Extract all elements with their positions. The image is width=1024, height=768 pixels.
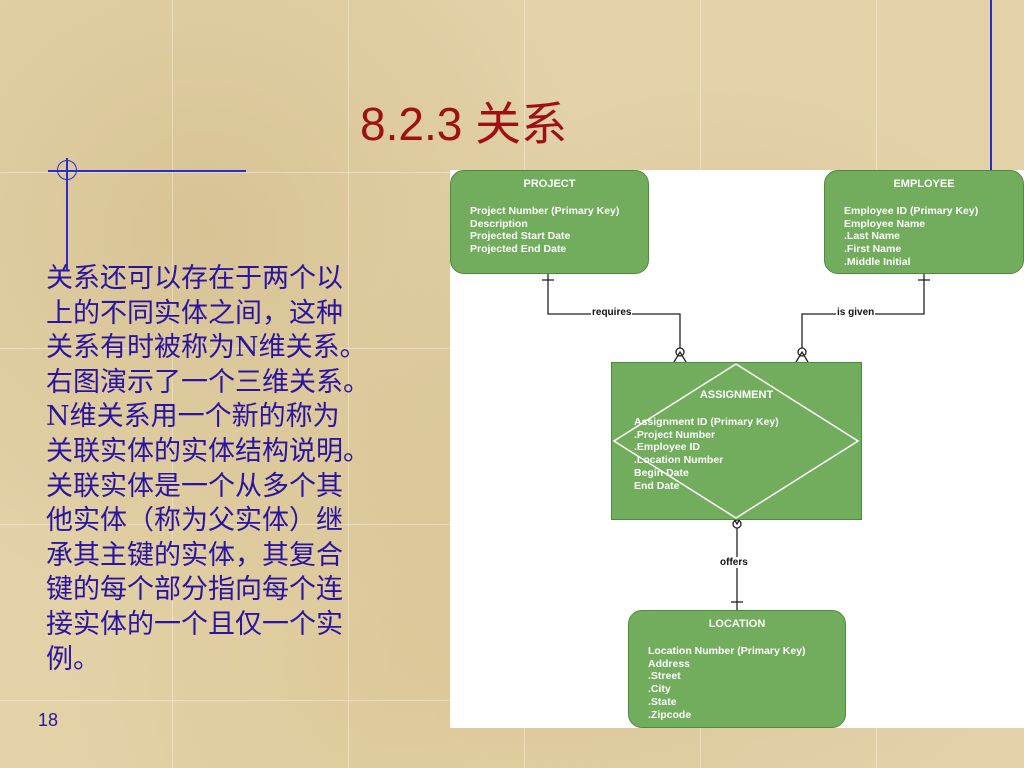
employee-entity-name: EMPLOYEE — [893, 178, 955, 190]
attribute: .State — [648, 695, 677, 708]
requires-label: requires — [591, 307, 633, 318]
assignment-entity-name: ASSIGNMENT — [699, 389, 774, 401]
attribute: .Employee ID — [634, 441, 700, 454]
location-attributes: Location Number (Primary Key) Address .S… — [648, 645, 845, 722]
attribute: .Location Number — [634, 454, 724, 467]
associative-diamond — [612, 363, 860, 519]
attribute: Assignment ID (Primary Key) — [634, 415, 779, 428]
attribute: Employee Name — [844, 217, 926, 230]
assignment-entity[interactable]: ASSIGNMENT Assignment ID (Primary Key) .… — [611, 362, 862, 520]
is-given-label: is given — [836, 307, 876, 318]
decorative-line — [66, 158, 68, 270]
attribute: Begin Date — [634, 466, 689, 479]
attribute: .Last Name — [844, 230, 901, 243]
decorative-line — [990, 0, 992, 170]
attribute: .First Name — [844, 243, 902, 256]
employee-entity[interactable]: EMPLOYEE Employee ID (Primary Key) Emplo… — [824, 170, 1024, 274]
attribute: .City — [648, 683, 671, 696]
attribute: Employee ID (Primary Key) — [844, 204, 979, 217]
attribute: .Street — [648, 670, 681, 683]
attribute: Projected Start Date — [470, 230, 571, 243]
attribute: .Zipcode — [648, 708, 692, 721]
assignment-attributes: Assignment ID (Primary Key) .Project Num… — [634, 416, 861, 493]
attribute: Address — [648, 657, 691, 670]
location-entity-name: LOCATION — [708, 618, 766, 630]
page-number: 18 — [38, 710, 59, 730]
crowfoot-mark — [795, 350, 809, 363]
project-entity[interactable]: PROJECT Project Number (Primary Key) Des… — [450, 170, 649, 274]
attribute: Project Number (Primary Key) — [470, 204, 620, 217]
attribute: Projected End Date — [470, 243, 567, 256]
slide-title: 8.2.3 关系 — [360, 98, 568, 150]
attribute: Location Number (Primary Key) — [648, 644, 806, 657]
attribute: Description — [470, 217, 528, 230]
crowfoot-mark — [673, 350, 687, 363]
project-attributes: Project Number (Primary Key) Description… — [470, 205, 648, 256]
location-entity[interactable]: LOCATION Location Number (Primary Key) A… — [628, 610, 846, 728]
employee-attributes: Employee ID (Primary Key) Employee Name … — [844, 205, 1023, 269]
texture-seam — [172, 0, 173, 768]
decorative-line — [48, 170, 246, 172]
texture-seam — [348, 0, 349, 768]
body-text: 关系还可以存在于两个以 上的不同实体之间，这种 关系有时被称为N维关系。 右图演… — [46, 263, 370, 675]
er-diagram: PROJECT Project Number (Primary Key) Des… — [450, 170, 1024, 728]
attribute: End Date — [634, 479, 680, 492]
attribute: .Project Number — [634, 428, 716, 441]
project-entity-name: PROJECT — [523, 178, 576, 190]
offers-label: offers — [719, 557, 749, 568]
decorative-circle — [57, 160, 77, 180]
attribute: .Middle Initial — [844, 255, 911, 268]
